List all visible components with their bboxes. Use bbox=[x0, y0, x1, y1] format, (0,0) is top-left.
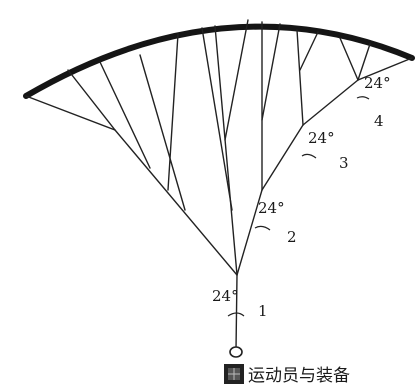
caption-badge-icon bbox=[224, 364, 244, 384]
branch-lines bbox=[25, 19, 413, 351]
angle-arc-1 bbox=[227, 312, 245, 317]
base-ring bbox=[229, 346, 243, 358]
stage-number-2: 2 bbox=[287, 228, 297, 246]
outer-arc bbox=[23, 23, 415, 99]
angle-label-3: 24° bbox=[308, 129, 335, 147]
angle-arc-2 bbox=[254, 225, 271, 231]
angle-arc-4 bbox=[356, 96, 370, 100]
angle-label-2: 24° bbox=[258, 199, 285, 217]
stage-number-3: 3 bbox=[339, 154, 349, 172]
angle-label-4: 24° bbox=[364, 74, 391, 92]
stage-number-4: 4 bbox=[374, 112, 384, 130]
caption-text: 运动员与装备 bbox=[248, 366, 350, 386]
angle-arc-3 bbox=[301, 153, 317, 159]
stage-number-1: 1 bbox=[258, 302, 268, 320]
angle-label-1: 24° bbox=[212, 287, 239, 305]
angle-arcs bbox=[227, 96, 370, 317]
